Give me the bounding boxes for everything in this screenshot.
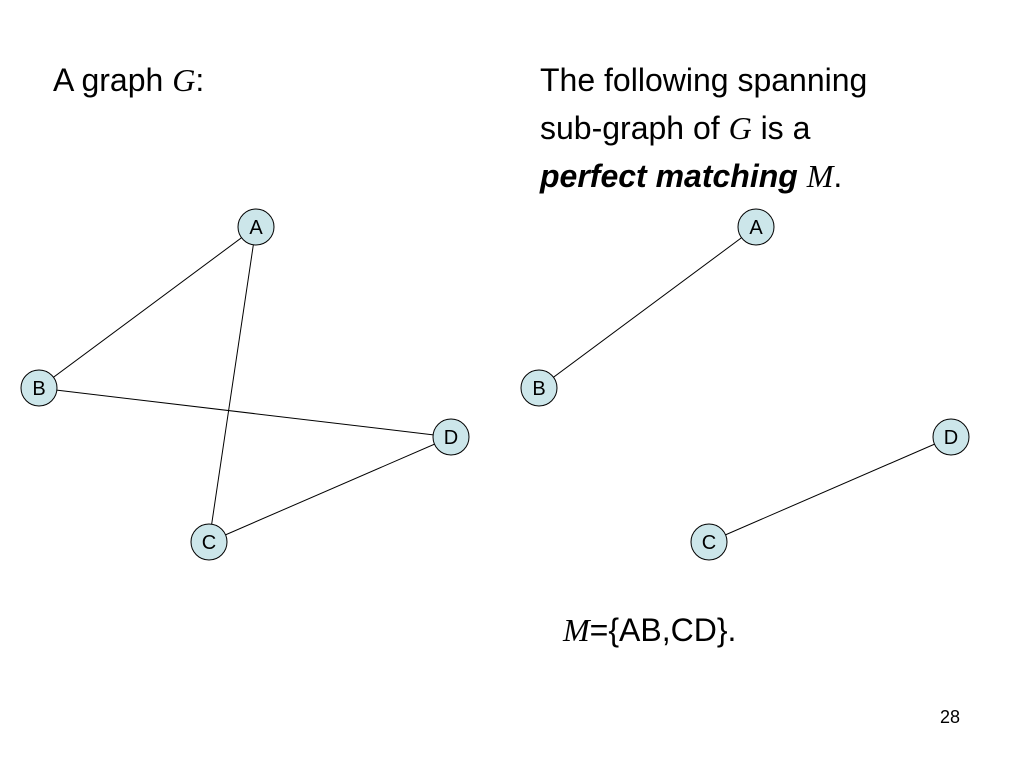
matching-m-node-circle: [737, 208, 775, 246]
graph-g-title: A graph G:: [53, 60, 204, 102]
description-line-1: The following spanning: [540, 62, 868, 98]
graph-g-edge-ab: [38, 226, 257, 389]
graph-g-node-c: C: [190, 523, 228, 561]
matching-m-node-a: A: [737, 208, 775, 246]
line2-prefix: sub-graph of: [540, 110, 729, 146]
matching-set-formula: M={AB,CD}.: [563, 610, 736, 652]
matching-m-node-b: B: [520, 369, 558, 407]
graph-g-edge-ac: [208, 226, 257, 543]
graph-g-node-label: A: [249, 217, 263, 239]
equals-sign: =: [589, 612, 609, 648]
graph-symbol: G: [728, 110, 752, 146]
graph-g-node-circle: [190, 523, 228, 561]
graph-symbol: G: [172, 62, 196, 98]
matching-symbol: M: [806, 158, 834, 194]
page-number: 28: [940, 707, 961, 727]
matching-edge-set: {AB,CD}.: [608, 612, 737, 648]
matching-m-node-label: C: [702, 532, 716, 554]
matching-symbol: M: [563, 612, 590, 648]
title-suffix: :: [195, 62, 205, 98]
title-prefix: A graph: [53, 62, 173, 98]
graph-g-node-circle: [432, 418, 470, 456]
description-line-2: sub-graph of G is a: [540, 104, 867, 152]
graph-g: A B C D: [20, 208, 470, 561]
graph-g-edge-cd: [208, 436, 452, 543]
matching-m-node-label: D: [944, 427, 958, 449]
matching-m-edge-cd: [708, 436, 952, 543]
graph-g-node-a: A: [237, 208, 275, 246]
perfect-matching-term: perfect matching: [540, 158, 798, 194]
description-line-3: perfect matching M.: [540, 152, 867, 200]
graph-g-edge-bd: [38, 387, 452, 438]
graph-g-node-label: B: [32, 378, 45, 400]
graph-g-node-circle: [237, 208, 275, 246]
line2-suffix: is a: [751, 110, 811, 146]
matching-m-node-circle: [690, 523, 728, 561]
matching-m-node-label: B: [532, 378, 545, 400]
matching-m-node-c: C: [690, 523, 728, 561]
matching-m-node-label: A: [749, 217, 763, 239]
line3-suffix: .: [833, 158, 843, 194]
graph-g-node-d: D: [432, 418, 470, 456]
matching-m-edge-ab: [538, 226, 757, 389]
graph-g-node-b: B: [20, 369, 58, 407]
matching-m-node-d: D: [932, 418, 970, 456]
matching-description: The following spanning sub-graph of G is…: [540, 56, 867, 200]
matching-m-node-circle: [520, 369, 558, 407]
graph-g-node-label: C: [202, 532, 216, 554]
matching-m-graph: A B C D: [520, 208, 970, 561]
graph-g-node-label: D: [444, 427, 458, 449]
matching-m-node-circle: [932, 418, 970, 456]
graph-g-node-circle: [20, 369, 58, 407]
